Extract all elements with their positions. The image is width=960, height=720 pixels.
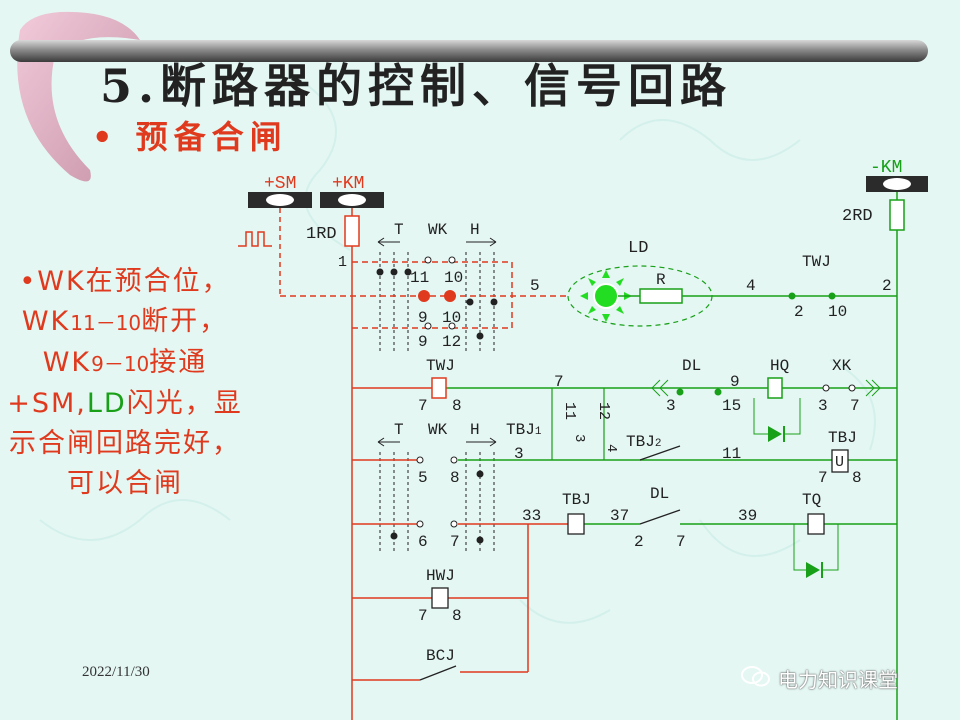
twj-8: 8 [452,397,462,415]
n4-label: 4 [603,444,619,452]
n7d-label: 7 [676,533,686,551]
diode-tq-icon [806,562,820,578]
bus-sm-label: +SM [264,174,296,194]
node-5-label: 5 [530,277,540,295]
relay-twj-top-label: TWJ [802,253,831,271]
source-watermark: 电力知识课堂 [778,668,898,692]
twj-7: 7 [418,397,428,415]
wechat-icon [741,666,770,687]
bus-neg-km-label: -KM [870,158,902,178]
relay-tbj-u [831,449,849,473]
note-line-2: WK11－10断开， [21,306,229,337]
n3d-label: 3 [571,434,587,442]
n9-label: 9 [730,373,740,391]
switch-h2-label: H [470,421,480,439]
n7c-label: 7 [818,469,828,487]
note-line-1: •WK在预合位， [19,266,231,297]
fuse-2rd [889,199,905,231]
note-line-6: 可以合闸 [67,468,183,499]
switch-wk-label: WK [428,221,448,239]
bus-neg-km [866,176,928,192]
fuse-2rd-label: 2RD [842,207,873,226]
trip-coil-tq [807,513,825,535]
node-1-label: 1 [338,254,347,271]
u-label: U [835,454,844,471]
contact-10b: 10 [442,309,461,327]
contact-9b: 9 [418,333,428,351]
contact-7: 7 [450,533,460,551]
n3c-label: 3 [514,445,524,463]
dl2-label: DL [650,485,669,503]
switch-wk2-label: WK [428,421,448,439]
n12-label: 12 [595,402,612,420]
n33-label: 33 [522,507,541,525]
note-line-3: WK9－10接通 [42,347,208,378]
dl-label: DL [682,357,701,375]
contact-10a: 10 [444,269,463,287]
fuse-1rd-label: 1RD [306,225,337,244]
twj-contact-2: 2 [794,303,804,321]
hq-label: HQ [770,357,789,375]
hwj-8: 8 [452,607,462,625]
resistor-r-label: R [656,271,666,289]
node-2-label: 2 [882,277,892,295]
bus-km [320,192,384,208]
n8c-label: 8 [852,469,862,487]
relay-hwj-coil [431,587,449,609]
lamp-ld-label: LD [628,239,648,258]
note-line-5: 示合闸回路完好， [9,428,241,459]
n3-label: 3 [666,397,676,415]
bcj-label: BCJ [426,647,455,665]
relay-twj-label: TWJ [426,357,455,375]
twj-contact-10: 10 [828,303,847,321]
tbj-right-label: TBJ [828,429,857,447]
contact-9a: 9 [418,309,428,327]
page-title: 5.断路器的控制、信号回路 [100,59,733,113]
n7-label: 7 [554,373,564,391]
fuse-1rd [344,215,360,247]
n15-label: 15 [722,397,741,415]
flash-pulse-icon [238,231,272,247]
contact-11: 11 [410,269,429,287]
node-4-label: 4 [746,277,756,295]
hwj-label: HWJ [426,567,455,585]
tbj2-label: TBJ2 [626,433,661,451]
n37-label: 37 [610,507,629,525]
relay-hq-coil [767,377,783,399]
n39-label: 39 [738,507,757,525]
n3b-label: 3 [818,397,828,415]
switch-t-label: T [394,221,404,239]
n7b-label: 7 [850,397,860,415]
n11b-label: 11 [722,445,741,463]
contact-6: 6 [418,533,428,551]
switch-h-label: H [470,221,480,239]
explanation-note: •WK在预合位， WK11－10断开， WK9－10接通 +SM,LD闪光，显 … [0,262,250,504]
tbj1-label: TBJ1 [506,421,542,439]
contact-8: 8 [450,469,460,487]
bus-sm [248,192,312,208]
date-footer: 2022/11/30 [82,664,150,680]
resistor-r [639,288,683,304]
switch-t2-label: T [394,421,404,439]
contact-5: 5 [418,469,428,487]
bus-km-label: +KM [332,174,364,194]
tbj-mid-label: TBJ [562,491,591,509]
section-subtitle: • 预备合闸 [92,118,288,156]
relay-tbj-coil [567,513,585,535]
n2-label: 2 [634,533,644,551]
title-bar [10,40,928,62]
hwj-7: 7 [418,607,428,625]
relay-twj-coil [431,377,447,399]
n11-label: 11 [561,402,578,420]
xk-label: XK [832,357,852,375]
contact-12: 12 [442,333,461,351]
tq-label: TQ [802,491,821,509]
note-line-4: +SM,LD闪光，显 [7,388,243,419]
diode-hq-icon [768,426,782,442]
